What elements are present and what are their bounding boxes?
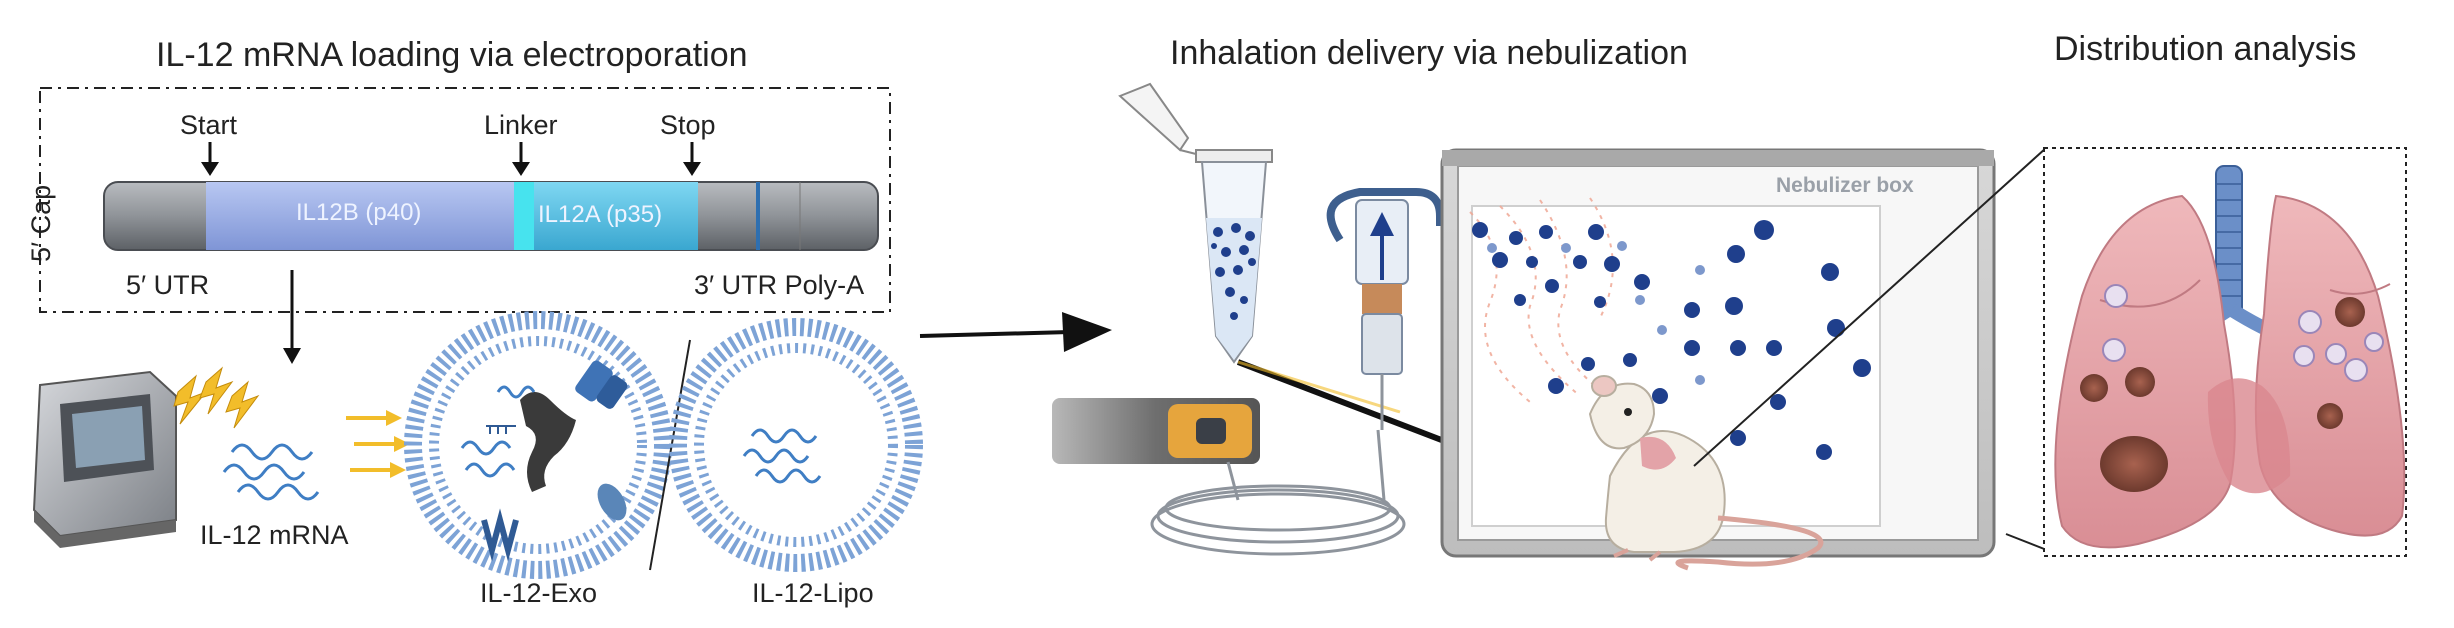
- utr3-label: 3′ UTR Poly-A: [694, 270, 865, 300]
- cap-label: 5′ Cap: [26, 184, 56, 262]
- stop-marker-arrow: [683, 142, 701, 176]
- construct-down-arrow: [283, 270, 301, 364]
- stop-label: Stop: [660, 110, 716, 140]
- linker-label: Linker: [484, 110, 558, 140]
- aerosol-streams: [1469, 197, 1614, 403]
- tube-icon: [1118, 82, 1273, 364]
- nebulizer-box-label: Nebulizer box: [1776, 174, 1914, 197]
- lipo-label: IL-12-Lipo: [752, 578, 874, 608]
- mrna-strand-icon: [222, 443, 320, 501]
- loading-panel-title: IL-12 mRNA loading via electroporation: [156, 36, 748, 74]
- distribution-panel-title: Distribution analysis: [2054, 30, 2357, 68]
- utr5-label: 5′ UTR: [126, 270, 210, 300]
- liposome-icon: [669, 318, 923, 572]
- lightning-icon: [173, 366, 260, 429]
- exo-label: IL-12-Exo: [480, 578, 598, 608]
- electroporator-icon: [32, 370, 177, 548]
- mouse-icon: [1588, 375, 1824, 571]
- tubing: [1150, 429, 1406, 556]
- aerosol-particles: [1472, 220, 1871, 460]
- linker-marker-arrow: [512, 142, 530, 176]
- exosome-icon: [404, 311, 672, 579]
- segment-p35-label: IL12A (p35): [538, 201, 663, 228]
- mrna-construct-box: [39, 87, 891, 313]
- start-marker-arrow: [201, 142, 219, 176]
- mrna-construct-bar: [103, 181, 879, 251]
- start-label: Start: [180, 110, 238, 140]
- mrna-label: IL-12 mRNA: [200, 520, 349, 550]
- lungs-icon: [2054, 165, 2406, 549]
- nebulizer-icon: [1326, 188, 1444, 430]
- transition-arrow: [919, 312, 1112, 352]
- loading-arrows: [346, 410, 410, 478]
- compressor-icon: [1052, 398, 1260, 464]
- segment-p40-label: IL12B (p40): [296, 199, 422, 226]
- inhalation-panel-title: Inhalation delivery via nebulization: [1170, 34, 1688, 72]
